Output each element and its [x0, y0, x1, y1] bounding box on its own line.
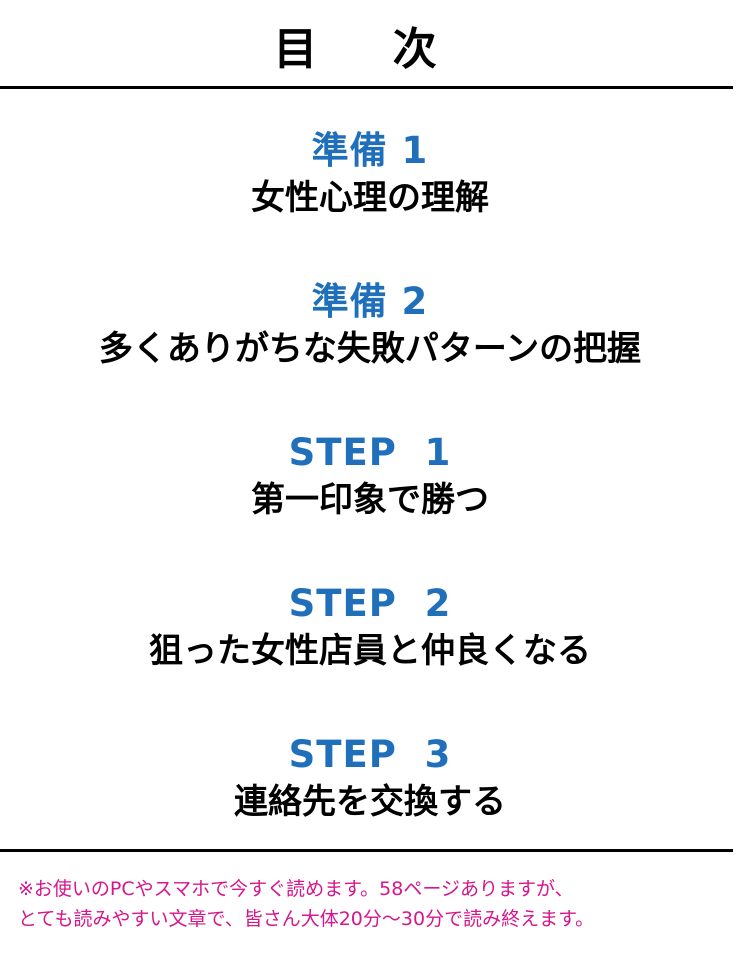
page-title: 目 次	[273, 24, 467, 75]
entry-heading: STEP 2	[288, 582, 452, 625]
toc-entry-step-3: STEP 3 連絡先を交換する	[0, 732, 740, 883]
table-of-contents: 準備 1 女性心理の理解 準備 2 多くありがちな失敗パターンの把握 STEP …	[0, 128, 740, 883]
note-line-1: ※お使いのPCやスマホで今すぐ読めます。58ページありますが、	[18, 878, 574, 900]
entry-heading: 準備 1	[311, 129, 429, 172]
entry-subtitle: 狙った女性店員と仲良くなる	[149, 631, 591, 671]
top-divider	[0, 86, 733, 89]
toc-entry-step-2: STEP 2 狙った女性店員と仲良くなる	[0, 581, 740, 732]
toc-entry-step-1: STEP 1 第一印象で勝つ	[0, 430, 740, 581]
entry-subtitle: 多くありがちな失敗パターンの把握	[98, 329, 642, 369]
reading-note: ※お使いのPCやスマホで今すぐ読めます。58ページありますが、 とても読みやすい…	[18, 874, 728, 934]
toc-entry-prep-1: 準備 1 女性心理の理解	[0, 128, 740, 279]
entry-heading: STEP 3	[288, 733, 452, 776]
note-line-2: とても読みやすい文章で、皆さん大体20分～30分で読み終えます。	[18, 908, 595, 930]
toc-entry-prep-2: 準備 2 多くありがちな失敗パターンの把握	[0, 279, 740, 430]
entry-heading: 準備 2	[311, 280, 429, 323]
entry-subtitle: 第一印象で勝つ	[251, 480, 489, 520]
entry-heading: STEP 1	[288, 431, 452, 474]
bottom-divider	[0, 849, 733, 852]
entry-subtitle: 女性心理の理解	[251, 178, 489, 218]
entry-subtitle: 連絡先を交換する	[234, 782, 506, 822]
